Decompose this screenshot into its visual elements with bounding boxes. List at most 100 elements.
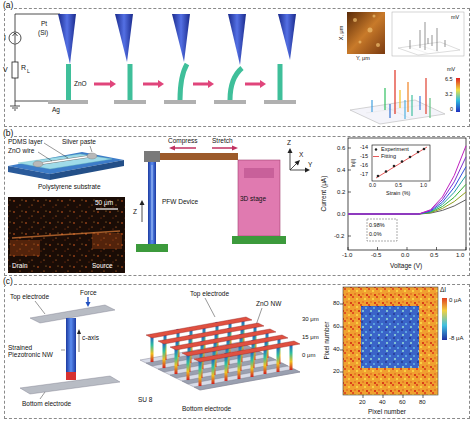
current-map (340, 372, 343, 373)
voltage-3d-plot (399, 90, 400, 108)
nanowire-schematic (77, 329, 81, 334)
zno-nanowire (180, 64, 187, 100)
test-apparatus (212, 147, 233, 149)
iv-chart (367, 219, 397, 241)
voltage-3d-plot (392, 12, 464, 56)
annotation-label: Y (308, 161, 312, 168)
iv-chart (466, 247, 467, 250)
silver-substrate (164, 100, 196, 104)
iv-chart (385, 170, 388, 173)
annotation-label: -8 μA (449, 335, 463, 342)
nanowire-schematic (66, 318, 76, 374)
annotation-label: -14 (360, 144, 368, 150)
afm-tip (58, 14, 76, 64)
annotation-label: Z (133, 208, 137, 215)
annotation-label: R (21, 64, 26, 72)
current-map (363, 395, 364, 398)
iv-chart (393, 165, 396, 168)
test-apparatus (150, 153, 238, 160)
annotation-label: PFW Device (162, 198, 198, 205)
step-arrow (143, 83, 159, 86)
annotation-label: Pixel number (368, 408, 406, 415)
voltage-3d-plot (420, 30, 421, 48)
iv-chart (373, 156, 379, 157)
annotation-label: -1.0 (342, 252, 352, 259)
test-apparatus (232, 236, 286, 244)
annotation-label: Z (287, 139, 291, 146)
test-apparatus (238, 160, 280, 236)
circuit-wire (12, 108, 18, 109)
annotation-label: Voltage (V) (390, 262, 422, 269)
voltage-3d-plot (419, 96, 420, 110)
leader-line (38, 152, 52, 161)
leader-line (40, 392, 45, 399)
circuit-wire (10, 14, 60, 110)
nanowire-schematic (20, 297, 120, 394)
current-map (340, 304, 343, 305)
panel-frame: (b) (4, 136, 470, 276)
annotation-label: ZnO wire (8, 147, 34, 154)
test-apparatus (174, 147, 196, 149)
silver-substrate (114, 100, 146, 104)
annotation-label: 20 (333, 368, 340, 375)
annotation-label: I (4, 34, 6, 42)
annotation-label: 0.0% (369, 231, 382, 237)
device-schematic (8, 152, 124, 180)
annotation-label: 40 (379, 399, 386, 406)
test-apparatus (144, 151, 160, 162)
test-apparatus (288, 148, 293, 153)
voltage-3d-plot (350, 70, 460, 124)
voltage-3d-plot (372, 70, 430, 119)
annotation-label: 30 μm (302, 316, 319, 323)
annotation-label: 3.2 (445, 91, 453, 97)
annotation-label: 0.0 (401, 252, 409, 259)
annotation-label: -0.5 (371, 252, 381, 259)
iv-chart (376, 147, 427, 178)
silver-substrate (264, 100, 296, 104)
nanowire-schematic (79, 333, 80, 352)
step-arrow (94, 83, 111, 86)
step-arrow (110, 80, 116, 88)
annotation-label: 0 (450, 106, 453, 112)
zno-nanowire (278, 64, 283, 100)
zno-nanowire (128, 64, 133, 100)
panel-frame: (a) (4, 8, 470, 127)
legend-text: Experiment (381, 146, 409, 152)
annotation-label: Drain (12, 262, 28, 269)
annotation-label: Strained Piezotronic NW (8, 344, 62, 358)
iv-chart (423, 148, 426, 151)
annotation-label: -0.2 (334, 233, 344, 240)
annotation-label: 60 (399, 399, 406, 406)
test-apparatus (140, 200, 145, 205)
step-arrow (193, 83, 209, 86)
annotation-label: Bottom electrode (22, 400, 71, 407)
current-map (340, 350, 343, 351)
annotation-label: Force (80, 289, 97, 296)
zno-nanowire (66, 64, 71, 100)
device-schematic (87, 153, 97, 159)
annotation-label: PDMS layer (8, 138, 43, 145)
current-map (343, 287, 438, 395)
annotation-label: 6.5 (445, 76, 453, 82)
annotation-label: Top electrode (190, 290, 229, 297)
annotation-label: 50 μm (95, 199, 113, 206)
iv-chart (348, 138, 466, 250)
voltage-3d-plot (425, 78, 426, 114)
voltage-3d-plot (419, 45, 439, 52)
leader-line (61, 350, 65, 351)
device-schematic (33, 161, 43, 167)
voltage-3d-plot (350, 100, 445, 124)
iv-chart (409, 156, 412, 159)
annotation-label: Strain (%) (386, 190, 410, 196)
panel-letter: (a) (2, 1, 14, 10)
voltage-3d-plot (394, 70, 395, 114)
annotation-label: 60 (333, 323, 340, 330)
iv-chart (348, 146, 466, 214)
voltage-3d-plot (407, 82, 408, 112)
voltage-3d-plot (456, 78, 460, 112)
iv-chart (417, 151, 420, 154)
voltage-3d-plot (411, 95, 412, 116)
nanowire-schematic (20, 376, 120, 394)
